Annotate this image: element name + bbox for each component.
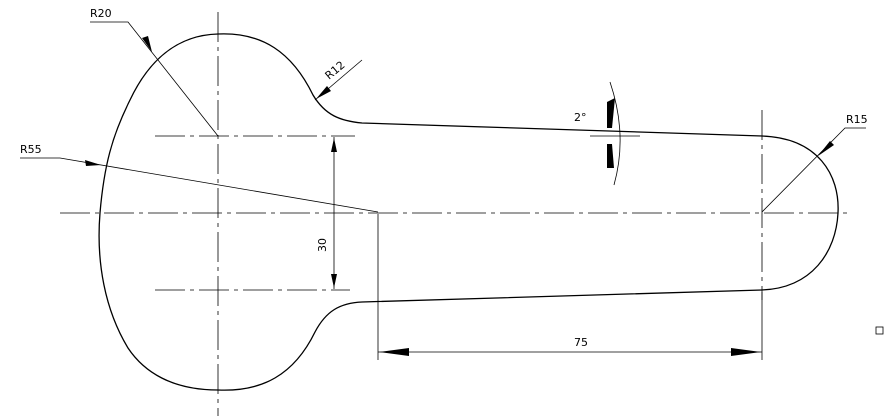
arrow-75-right — [731, 348, 761, 356]
label-height-30: 30 — [316, 238, 329, 252]
angle-arrow-bottom — [607, 144, 614, 168]
arrow-r15 — [818, 141, 834, 156]
arrow-r20 — [142, 36, 152, 52]
arrow-75-left — [379, 348, 409, 356]
angle-arc — [609, 81, 621, 186]
part-outline — [98, 33, 839, 391]
label-r55: R55 — [20, 143, 42, 156]
r20-leader — [90, 21, 219, 137]
centerlines — [60, 12, 850, 416]
label-r20: R20 — [90, 7, 112, 20]
label-r12: R12 — [323, 58, 348, 82]
r55-leader — [20, 157, 379, 213]
angle-arrow-top — [607, 98, 615, 128]
leaders — [20, 21, 866, 360]
arrow-30-top — [331, 138, 337, 152]
r15-leader — [761, 127, 866, 213]
arrow-r12 — [316, 86, 331, 99]
label-r15: R15 — [846, 113, 868, 126]
square-marker — [875, 326, 884, 335]
label-length-75: 75 — [574, 336, 588, 349]
arrowheads — [85, 36, 834, 356]
label-angle: 2° — [574, 111, 587, 124]
arrow-r55 — [85, 160, 101, 166]
arrow-30-bottom — [331, 274, 337, 288]
